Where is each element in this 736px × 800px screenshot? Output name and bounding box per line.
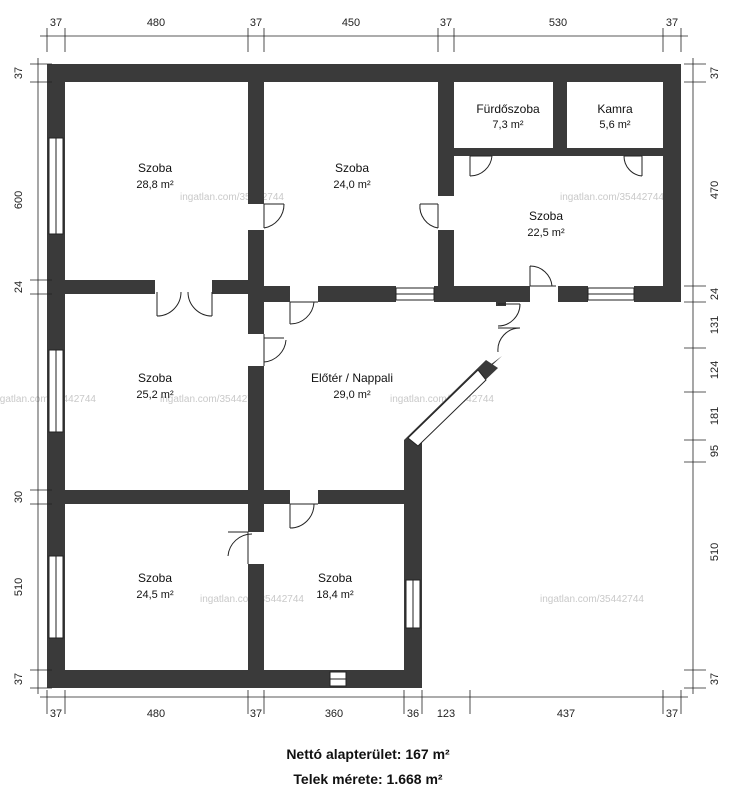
dimension-text-right: 37 470 24 131 124 181 95 510 37 [709,67,721,685]
wall-bath-bottom [454,148,663,156]
wall-int-v1c [248,366,264,532]
wall-int-h2 [47,490,264,504]
net-area-summary: Nettó alapterület: 167 m² [286,746,450,762]
room-label-6: Szoba [138,371,172,385]
watermark: ingatlan.com/35442744 [540,594,644,605]
wall-int-h1d [318,286,396,302]
wall-int-v1 [248,82,264,204]
wall-int-h1e [434,286,530,302]
room-label-4: Kamra [597,102,633,116]
door-hall [289,301,318,325]
dim-bottom-2: 480 [147,708,165,720]
wall-outer-bottom [47,670,422,688]
watermarks: ingatlan.com/35442744 ingatlan.com/35442… [0,192,664,605]
room-area-7: 29,0 m² [333,389,371,401]
door-low1 [289,503,318,529]
door-bath [469,155,493,177]
plot-size-summary: Telek mérete: 1.668 m² [293,771,443,787]
door-entry [497,303,521,353]
dim-left-3: 24 [13,281,25,293]
dim-bottom-4: 360 [325,708,343,720]
door-low2 [227,531,253,564]
room-labels: Szoba 28,8 m² Szoba 24,0 m² Fürdőszoba 7… [136,102,633,601]
wall-int-h2b [262,490,290,504]
dim-right-5: 124 [709,361,721,379]
room-label-2: Szoba [335,161,369,175]
dim-bottom-7: 437 [557,708,575,720]
room-label-5: Szoba [529,209,563,223]
room-area-2: 24,0 m² [333,179,371,191]
dim-bottom-8: 37 [666,708,678,720]
door-room3 [529,265,556,287]
room-area-3: 7,3 m² [492,119,524,131]
wall-bath-pantry [553,82,567,152]
dim-top-1: 37 [50,17,62,29]
room-area-8: 24,5 m² [136,589,174,601]
dim-top-2: 480 [147,17,165,29]
dim-bottom-6: 123 [437,708,455,720]
watermark: ingatlan.com/35442744 [390,394,494,405]
door-r4 [263,334,287,366]
wall-int-v1d [248,564,264,684]
room-area-9: 18,4 m² [316,589,354,601]
dim-right-2: 470 [709,181,721,199]
dim-right-4: 131 [709,316,721,334]
dim-top-6: 530 [549,17,567,29]
dim-right-8: 510 [709,543,721,561]
room-label-3: Fürdőszoba [476,102,540,116]
door-r2 [419,203,439,229]
door-double [156,291,213,317]
wall-int-v2 [438,82,454,196]
room-label-9: Szoba [318,571,352,585]
dim-top-7: 37 [666,17,678,29]
windows [48,137,635,687]
wall-outer-right [663,64,681,302]
room-area-1: 28,8 m² [136,179,174,191]
dim-left-6: 37 [13,673,25,685]
door-pantry [623,155,643,177]
room-area-5: 22,5 m² [527,227,565,239]
dim-left-4: 30 [13,491,25,503]
wall-int-h1c [262,286,290,302]
dim-left-2: 600 [13,191,25,209]
dim-bottom-3: 37 [250,708,262,720]
dimension-text-left: 37 600 24 30 510 37 [13,67,25,685]
room-label-7: Előtér / Nappali [311,371,393,385]
dim-right-1: 37 [709,67,721,79]
wall-outer-top [47,64,681,82]
watermark: ingatlan.com/35442744 [180,192,284,203]
room-area-4: 5,6 m² [599,119,631,131]
watermark: ingatlan.com/35442744 [560,192,664,203]
dim-left-1: 37 [13,67,25,79]
wall-int-h1 [47,280,155,294]
wall-stub [496,296,506,306]
wall-int-h1g [634,286,681,302]
wall-int-v2b [438,230,454,302]
watermark: ingatlan.com/35442744 [160,394,264,405]
dim-left-5: 510 [13,578,25,596]
dim-bottom-1: 37 [50,708,62,720]
dim-right-9: 37 [709,673,721,685]
wall-int-h2c [318,490,422,504]
dim-right-7: 95 [709,445,721,457]
dim-right-3: 24 [709,288,721,300]
wall-int-h1f [558,286,588,302]
dim-top-5: 37 [440,17,452,29]
dim-top-4: 450 [342,17,360,29]
dim-top-3: 37 [250,17,262,29]
room-label-8: Szoba [138,571,172,585]
dimension-lines [30,28,706,714]
dim-bottom-5: 36 [407,708,419,720]
dimension-text: 37 480 37 450 37 530 37 37 480 37 360 36… [50,17,678,720]
window-diagonal [407,369,487,447]
wall-lower-right [404,440,422,688]
room-label-1: Szoba [138,161,172,175]
doors [156,155,643,564]
wall-int-h1b [212,280,264,294]
door-r1 [263,203,285,229]
room-area-6: 25,2 m² [136,389,174,401]
dim-right-6: 181 [709,407,721,425]
